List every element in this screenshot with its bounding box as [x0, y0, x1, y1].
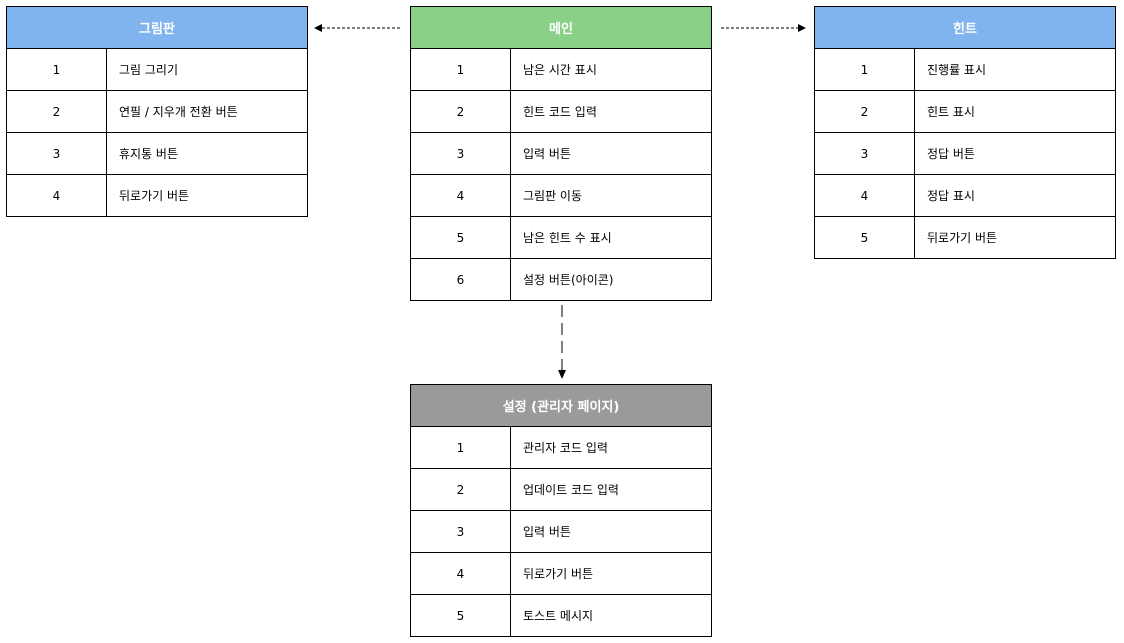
row-number: 1 [815, 49, 915, 90]
table-row: 6 설정 버튼(아이콘) [411, 259, 711, 300]
row-number: 2 [411, 469, 511, 510]
row-number: 6 [411, 259, 511, 300]
row-number: 1 [411, 49, 511, 90]
arrowhead-icon [558, 370, 566, 379]
settings-screen-header: 설정 (관리자 페이지) [411, 385, 711, 427]
main-screen-table: 메인 1 남은 시간 표시 2 힌트 코드 입력 3 입력 버튼 4 그림판 이… [410, 6, 712, 301]
table-row: 3 입력 버튼 [411, 511, 711, 553]
drawing-screen-table: 그림판 1 그림 그리기 2 연필 / 지우개 전환 버튼 3 휴지통 버튼 4… [6, 6, 308, 217]
table-row: 4 뒤로가기 버튼 [411, 553, 711, 595]
row-label: 힌트 표시 [927, 105, 975, 119]
arrow-main-to-settings [558, 305, 566, 379]
table-row: 2 업데이트 코드 입력 [411, 469, 711, 511]
row-number: 4 [411, 175, 511, 216]
row-label: 정답 표시 [927, 189, 975, 203]
row-number: 3 [411, 511, 511, 552]
table-row: 5 토스트 메시지 [411, 595, 711, 636]
arrowhead-icon [798, 24, 806, 32]
table-row: 3 입력 버튼 [411, 133, 711, 175]
row-label: 휴지통 버튼 [119, 147, 179, 161]
row-label: 뒤로가기 버튼 [523, 567, 594, 581]
row-label: 업데이트 코드 입력 [523, 483, 619, 497]
table-row: 1 관리자 코드 입력 [411, 427, 711, 469]
table-row: 4 그림판 이동 [411, 175, 711, 217]
row-label: 뒤로가기 버튼 [927, 231, 998, 245]
table-row: 5 뒤로가기 버튼 [815, 217, 1115, 258]
table-row: 1 그림 그리기 [7, 49, 307, 91]
row-number: 3 [411, 133, 511, 174]
row-number: 4 [7, 175, 107, 216]
row-number: 4 [411, 553, 511, 594]
row-number: 3 [7, 133, 107, 174]
row-number: 1 [411, 427, 511, 468]
table-row: 4 정답 표시 [815, 175, 1115, 217]
arrow-main-to-hint [721, 24, 806, 32]
row-number: 5 [411, 595, 511, 636]
hint-screen-table: 힌트 1 진행률 표시 2 힌트 표시 3 정답 버튼 4 정답 표시 5 뒤로… [814, 6, 1116, 259]
row-number: 2 [7, 91, 107, 132]
row-label: 남은 시간 표시 [523, 63, 597, 77]
row-number: 4 [815, 175, 915, 216]
arrowhead-icon [314, 24, 322, 32]
table-row: 4 뒤로가기 버튼 [7, 175, 307, 216]
hint-screen-header: 힌트 [815, 7, 1115, 49]
row-number: 5 [411, 217, 511, 258]
row-label: 토스트 메시지 [523, 609, 594, 623]
row-label: 연필 / 지우개 전환 버튼 [119, 105, 238, 119]
table-row: 5 남은 힌트 수 표시 [411, 217, 711, 259]
table-row: 2 연필 / 지우개 전환 버튼 [7, 91, 307, 133]
table-row: 2 힌트 코드 입력 [411, 91, 711, 133]
row-label: 그림 그리기 [119, 63, 179, 77]
row-label: 진행률 표시 [927, 63, 987, 77]
settings-screen-table: 설정 (관리자 페이지) 1 관리자 코드 입력 2 업데이트 코드 입력 3 … [410, 384, 712, 637]
row-number: 2 [411, 91, 511, 132]
row-number: 1 [7, 49, 107, 90]
arrow-main-to-drawing [314, 24, 400, 32]
row-label: 그림판 이동 [523, 189, 583, 203]
row-number: 2 [815, 91, 915, 132]
row-label: 설정 버튼(아이콘) [523, 273, 614, 287]
table-row: 2 힌트 표시 [815, 91, 1115, 133]
table-row: 1 진행률 표시 [815, 49, 1115, 91]
row-number: 3 [815, 133, 915, 174]
row-number: 5 [815, 217, 915, 258]
row-label: 남은 힌트 수 표시 [523, 231, 612, 245]
row-label: 관리자 코드 입력 [523, 441, 608, 455]
row-label: 뒤로가기 버튼 [119, 189, 190, 203]
table-row: 1 남은 시간 표시 [411, 49, 711, 91]
main-screen-header: 메인 [411, 7, 711, 49]
row-label: 입력 버튼 [523, 147, 571, 161]
drawing-screen-header: 그림판 [7, 7, 307, 49]
table-row: 3 휴지통 버튼 [7, 133, 307, 175]
row-label: 정답 버튼 [927, 147, 975, 161]
row-label: 입력 버튼 [523, 525, 571, 539]
row-label: 힌트 코드 입력 [523, 105, 597, 119]
table-row: 3 정답 버튼 [815, 133, 1115, 175]
